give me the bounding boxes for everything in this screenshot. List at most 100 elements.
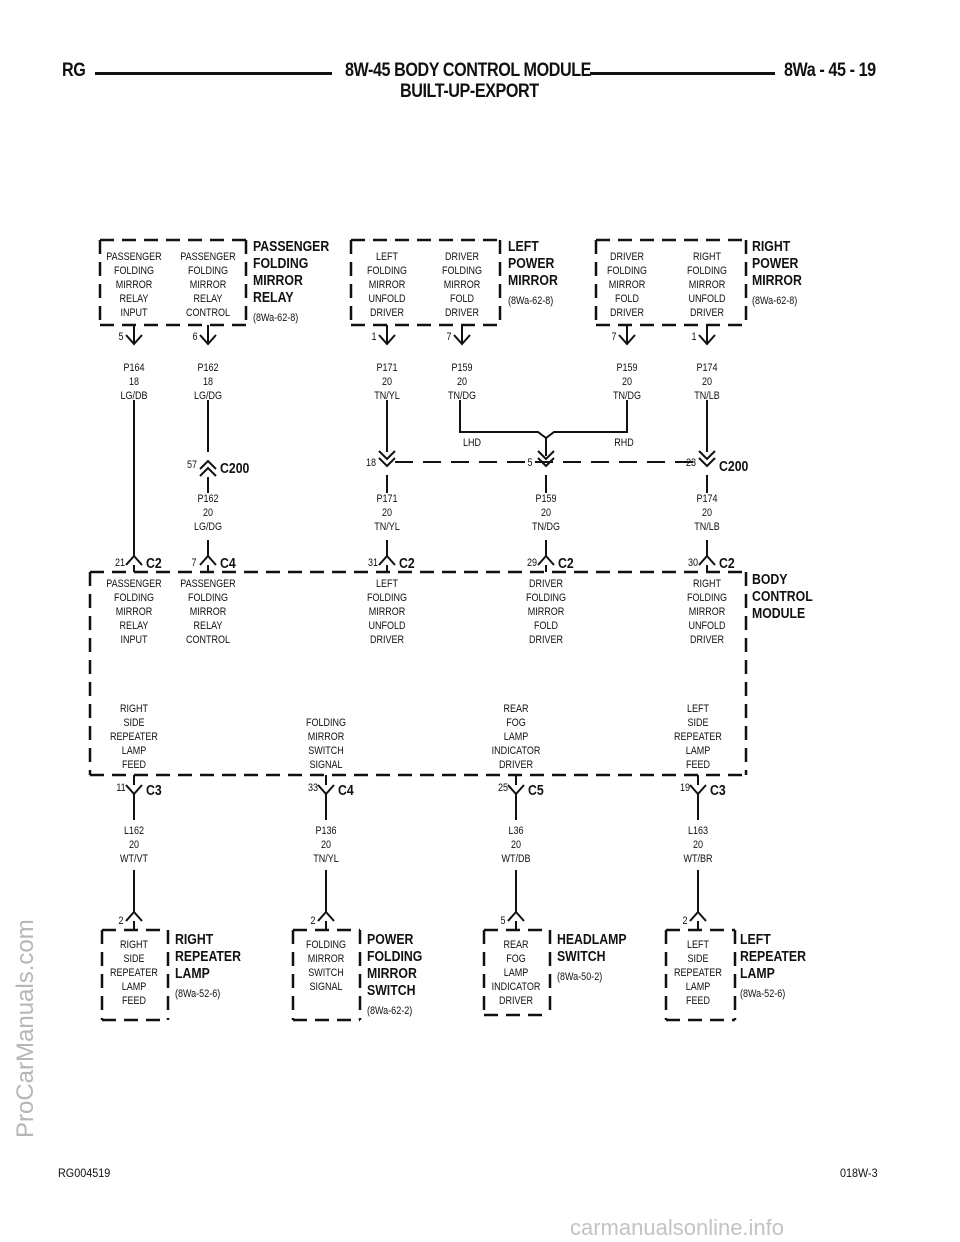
- pin-number: 5: [118, 331, 123, 343]
- bcm-pin-fork-icon: [125, 784, 143, 796]
- pin-label: DRIVER: [610, 307, 644, 319]
- wire-label: P162: [197, 362, 218, 374]
- component-name: HEADLAMP: [557, 931, 627, 947]
- bcm-pin-label: FOLDING: [687, 592, 727, 604]
- pin-label: PASSENGER: [180, 251, 235, 263]
- component-pin-number: 2: [682, 915, 687, 927]
- component-pin-label: LEFT: [687, 939, 709, 951]
- pin-label: CONTROL: [186, 307, 230, 319]
- pin-label: FOLDING: [687, 265, 727, 277]
- component-ref: (8Wa-50-2): [557, 971, 602, 983]
- bcm-pin-label: REPEATER: [110, 731, 158, 743]
- bcm-pin-label: FEED: [122, 759, 146, 771]
- bcm-pin-number: 11: [116, 782, 126, 794]
- component-pin-label: SIDE: [123, 953, 144, 965]
- bcm-pin-label: CONTROL: [186, 634, 230, 646]
- bcm-pin-label: RIGHT: [693, 578, 721, 590]
- watermark-bottom: carmanualsonline.info: [570, 1215, 785, 1240]
- pin-label: UNFOLD: [688, 293, 725, 305]
- connector-c200-icon: [199, 459, 217, 477]
- component-pin-label: SIDE: [687, 953, 708, 965]
- bcm-pin-label: SIGNAL: [309, 759, 342, 771]
- bcm-pin-caret-icon: [378, 554, 396, 566]
- lhd-label: LHD: [463, 437, 481, 449]
- bcm-connector-name: C2: [558, 555, 574, 571]
- bcm-pin-label: INDICATOR: [492, 745, 541, 757]
- bcm-connector-name: C3: [710, 782, 726, 798]
- component-ref: (8Wa-52-6): [175, 988, 220, 1000]
- component-name-left-power-mirror: MIRROR: [508, 272, 558, 288]
- component-pin-caret-icon: [317, 910, 335, 922]
- bcm-connector-name: C2: [719, 555, 735, 571]
- wire-label: WT/VT: [120, 853, 148, 865]
- pin-label: UNFOLD: [368, 293, 405, 305]
- rhd-label: RHD: [614, 437, 634, 449]
- pin-label: FOLDING: [114, 265, 154, 277]
- bcm-pin-label: DRIVER: [370, 634, 404, 646]
- component-pin-label: DRIVER: [499, 995, 533, 1007]
- footer-code: 018W-3: [840, 1166, 878, 1180]
- pin-label: RELAY: [120, 293, 149, 305]
- bcm-pin-label: MIRROR: [689, 606, 726, 618]
- bcm-pin-label: FOG: [506, 717, 526, 729]
- component-pin-label: REPEATER: [110, 967, 158, 979]
- component-pin-caret-icon: [689, 910, 707, 922]
- component-pin-label: SWITCH: [308, 967, 344, 979]
- wire-label: 20: [622, 376, 632, 388]
- pin-label: FOLDING: [442, 265, 482, 277]
- wire-label: L36: [508, 825, 523, 837]
- component-pin-label: FOG: [506, 953, 526, 965]
- bcm-pin-fork-icon: [689, 784, 707, 796]
- component-pin-caret-icon: [125, 910, 143, 922]
- wire-label: TN/DG: [613, 390, 641, 402]
- bcm-pin-label: LAMP: [122, 745, 147, 757]
- component-pin-label: FEED: [686, 995, 710, 1007]
- wire-label: P159: [535, 493, 556, 505]
- footer-figure-id: RG004519: [58, 1166, 111, 1180]
- bcm-pin-label: SWITCH: [308, 745, 344, 757]
- bcm-pin-label: RELAY: [120, 620, 149, 632]
- component-name-left-power-mirror: POWER: [508, 255, 555, 271]
- bcm-pin-number: 30: [688, 557, 698, 569]
- wire-label: WT/BR: [683, 853, 712, 865]
- component-name: FOLDING: [367, 948, 422, 964]
- pin-label: DRIVER: [445, 307, 479, 319]
- watermark-side: ProCarManuals.com: [12, 919, 39, 1138]
- connector-name: C200: [220, 460, 250, 476]
- pin-label: MIRROR: [116, 279, 153, 291]
- pin-label: FOLDING: [188, 265, 228, 277]
- pin-label: MIRROR: [444, 279, 481, 291]
- pin-label: PASSENGER: [106, 251, 161, 263]
- pin-label: FOLD: [615, 293, 639, 305]
- wire-label: 18: [129, 376, 139, 388]
- bcm-pin-number: 29: [527, 557, 537, 569]
- bcm-name: MODULE: [752, 605, 805, 621]
- bcm-pin-label: MIRROR: [308, 731, 345, 743]
- bcm-pin-caret-icon: [199, 554, 217, 566]
- wire-label: 20: [702, 376, 712, 388]
- component-name: LAMP: [740, 965, 775, 981]
- bcm-pin-label: FOLD: [534, 620, 558, 632]
- component-pin-label: SIGNAL: [309, 981, 342, 993]
- component-pin-label: REAR: [503, 939, 528, 951]
- pin-label: FOLDING: [607, 265, 647, 277]
- bcm-pin-caret-icon: [125, 554, 143, 566]
- bcm-pin-number: 25: [498, 782, 508, 794]
- wire-label: 18: [203, 376, 213, 388]
- bcm-pin-label: SIDE: [687, 717, 708, 729]
- wire-label: TN/DG: [448, 390, 476, 402]
- bcm-pin-label: MIRROR: [369, 606, 406, 618]
- wire-label: TN/DG: [532, 521, 560, 533]
- pin-label: MIRROR: [689, 279, 726, 291]
- connector-pin-number: 5: [527, 457, 532, 469]
- bcm-pin-label: PASSENGER: [106, 578, 161, 590]
- wire-label: P174: [696, 493, 717, 505]
- bcm-pin-label: DRIVER: [529, 578, 563, 590]
- bcm-pin-label: FEED: [686, 759, 710, 771]
- pin-label: DRIVER: [690, 307, 724, 319]
- component-ref-left-power-mirror: (8Wa-62-8): [508, 295, 553, 307]
- bcm-pin-number: 19: [680, 782, 690, 794]
- pin-label: LEFT: [376, 251, 398, 263]
- wire-label: LG/DG: [194, 390, 222, 402]
- pin-label: MIRROR: [369, 279, 406, 291]
